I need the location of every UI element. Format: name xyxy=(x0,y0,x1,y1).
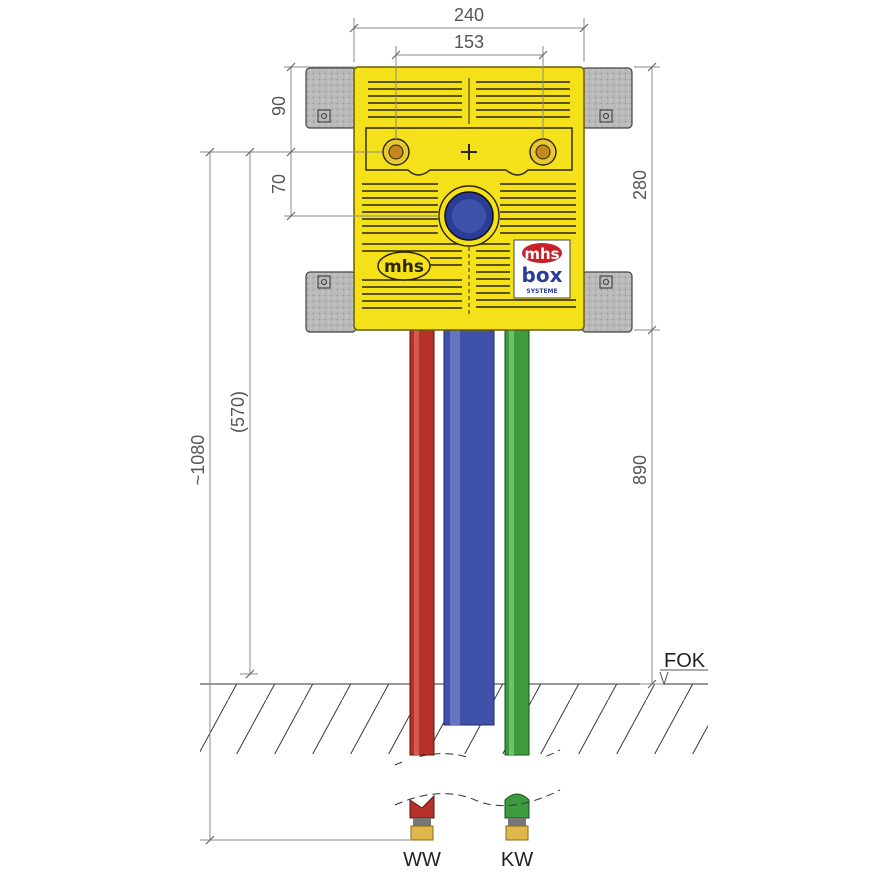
mhs-box-logo: mhs box SYSTEME xyxy=(513,239,571,299)
fitting-warm-water xyxy=(410,818,434,841)
label-cold-water: KW xyxy=(501,849,533,871)
dim-inner-width: 153 xyxy=(454,32,484,52)
concrete-anchor-icon xyxy=(305,67,633,333)
right-logo-main: box xyxy=(522,263,563,287)
dim-left-total: ~1080 xyxy=(188,435,208,486)
floor-level-label: FOK xyxy=(664,650,706,672)
dim-left-lower: 70 xyxy=(269,174,289,194)
dim-right-upper: 280 xyxy=(630,170,650,200)
pipe-warm-water xyxy=(409,329,435,819)
dimension-ticks xyxy=(205,23,657,845)
floor-level-marker: FOK xyxy=(659,650,708,686)
crosshair-icon xyxy=(461,144,477,160)
right-logo-sub: SYSTEME xyxy=(526,288,557,295)
pipe-cold-water xyxy=(504,329,530,819)
label-warm-water: WW xyxy=(403,849,441,871)
installation-box: mhs mhs box SYSTEME xyxy=(353,66,585,331)
dim-right-lower: 890 xyxy=(630,455,650,485)
mhs-logo-left: mhs xyxy=(377,251,431,281)
pipe-blue-conduit xyxy=(443,329,495,726)
fitting-cold-water xyxy=(505,818,529,841)
box-ribs xyxy=(362,81,576,309)
dim-left-upper: 90 xyxy=(269,96,289,116)
dim-top-width: 240 xyxy=(454,5,484,25)
right-logo-top: mhs xyxy=(524,245,559,263)
conduit-opening xyxy=(438,185,500,247)
left-logo-text: mhs xyxy=(384,257,424,277)
dim-left-middle: (570) xyxy=(228,391,248,433)
break-gap xyxy=(402,757,542,787)
dimension-lines xyxy=(200,18,664,841)
